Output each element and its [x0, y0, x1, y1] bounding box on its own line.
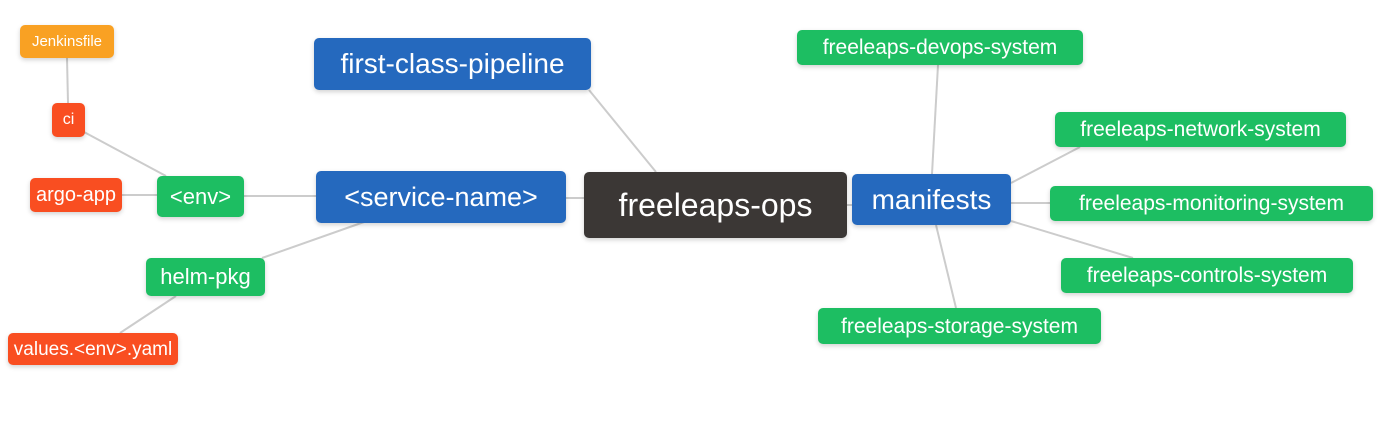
mindmap-node-env[interactable]: <env>: [157, 176, 244, 217]
mindmap-node-devops-system[interactable]: freeleaps-devops-system: [797, 30, 1083, 65]
mindmap-node-values-env-yaml[interactable]: values.<env>.yaml: [8, 333, 178, 365]
edge-first-class-pipeline-to-freeleaps-ops: [588, 89, 657, 173]
mindmap-node-monitoring-system[interactable]: freeleaps-monitoring-system: [1050, 186, 1373, 221]
mindmap-node-freeleaps-ops[interactable]: freeleaps-ops: [584, 172, 847, 238]
mindmap-node-helm-pkg[interactable]: helm-pkg: [146, 258, 265, 296]
mindmap-node-service-name[interactable]: <service-name>: [316, 171, 566, 223]
mindmap-node-controls-system[interactable]: freeleaps-controls-system: [1061, 258, 1353, 293]
mindmap-node-manifests[interactable]: manifests: [852, 174, 1011, 225]
edge-ci-to-env: [83, 131, 167, 177]
mindmap-node-jenkinsfile[interactable]: Jenkinsfile: [20, 25, 114, 58]
mindmap-node-argo-app[interactable]: argo-app: [30, 178, 122, 212]
mindmap-node-network-system[interactable]: freeleaps-network-system: [1055, 112, 1346, 147]
edge-values-env-yaml-to-helm-pkg: [119, 295, 177, 334]
edge-manifests-to-network-system: [1010, 146, 1081, 184]
edge-helm-pkg-to-service-name: [261, 221, 365, 259]
mindmap-node-ci[interactable]: ci: [52, 103, 85, 137]
edge-manifests-to-controls-system: [1010, 220, 1134, 259]
edge-manifests-to-devops-system: [931, 64, 939, 175]
mindmap-node-first-class-pipeline[interactable]: first-class-pipeline: [314, 38, 591, 90]
edge-manifests-to-storage-system: [935, 224, 957, 309]
edge-jenkinsfile-to-ci: [66, 57, 69, 104]
mindmap-node-storage-system[interactable]: freeleaps-storage-system: [818, 308, 1101, 344]
